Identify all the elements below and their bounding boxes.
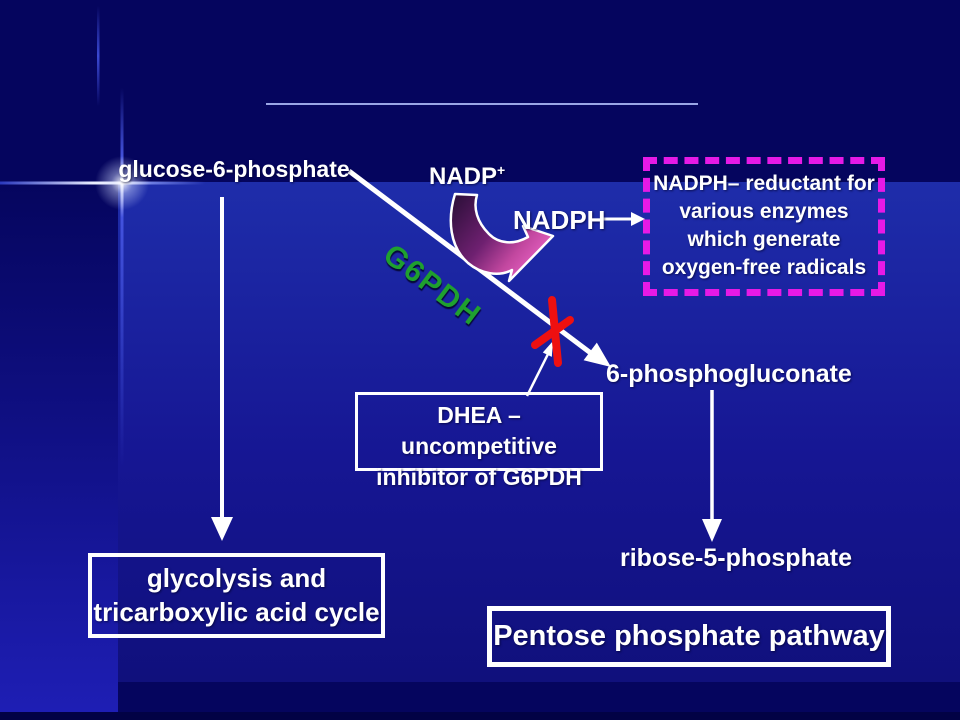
glycolysis-box: glycolysis and tricarboxylic acid cycle	[88, 553, 385, 638]
connector-dhea-to-block-head	[542, 341, 553, 357]
nadph-info-text: NADPH– reductant for various enzymes whi…	[650, 164, 878, 282]
decor-vertical-line-cross	[120, 88, 124, 468]
nadph-label: NADPH	[513, 205, 606, 235]
nadp-superscript: +	[497, 162, 506, 178]
glycolysis-line-1: glycolysis and	[146, 563, 327, 593]
dhea-inhibitor-text: DHEA – uncompetitive inhibitor of G6PDH	[358, 395, 600, 493]
nadp-base-text: NADP	[429, 163, 498, 190]
nadph-info-line-4: oxygen-free radicals	[661, 256, 867, 279]
pentose-pathway-box: Pentose phosphate pathway	[487, 606, 891, 667]
arrow-nadph-to-infobox-head	[631, 212, 645, 226]
dhea-inhibitor-box: DHEA – uncompetitive inhibitor of G6PDH	[355, 392, 603, 490]
left-background-panel	[0, 182, 118, 712]
6-phosphogluconate-label: 6-phosphogluconate	[606, 360, 852, 388]
ribose-5-phosphate-label: ribose-5-phosphate	[620, 544, 852, 572]
arrow-6pg-to-ribose-head	[702, 519, 722, 542]
glycolysis-line-2: tricarboxylic acid cycle	[93, 597, 380, 627]
dhea-line-1: DHEA – uncompetitive	[401, 402, 557, 459]
decor-cross-glow	[95, 156, 149, 210]
connector-dhea-to-block-shaft	[525, 351, 551, 397]
arrow-glucose-to-6pg-head	[583, 342, 611, 367]
nadph-info-line-2: various enzymes	[679, 200, 849, 223]
bottom-background-strip	[0, 712, 960, 720]
nadp-label: NADP+	[429, 162, 505, 191]
nadph-info-line-1: NADPH– reductant for	[653, 172, 875, 195]
glucose-6-phosphate-label: glucose-6-phosphate	[118, 156, 350, 182]
decor-vertical-line-small	[97, 6, 100, 106]
glycolysis-text: glycolysis and tricarboxylic acid cycle	[92, 557, 381, 629]
nadph-info-line-3: which generate	[687, 228, 841, 251]
arrow-glucose-to-glycolysis-head	[211, 517, 233, 541]
dhea-line-2: inhibitor of G6PDH	[376, 464, 582, 490]
swoosh-arrow-nadp-to-nadph	[449, 192, 555, 283]
inhibition-x-stroke-2	[531, 316, 574, 349]
pentose-pathway-text: Pentose phosphate pathway	[493, 620, 885, 652]
main-background-panel	[118, 182, 960, 682]
nadph-info-dashed-box: NADPH– reductant for various enzymes whi…	[643, 157, 885, 296]
